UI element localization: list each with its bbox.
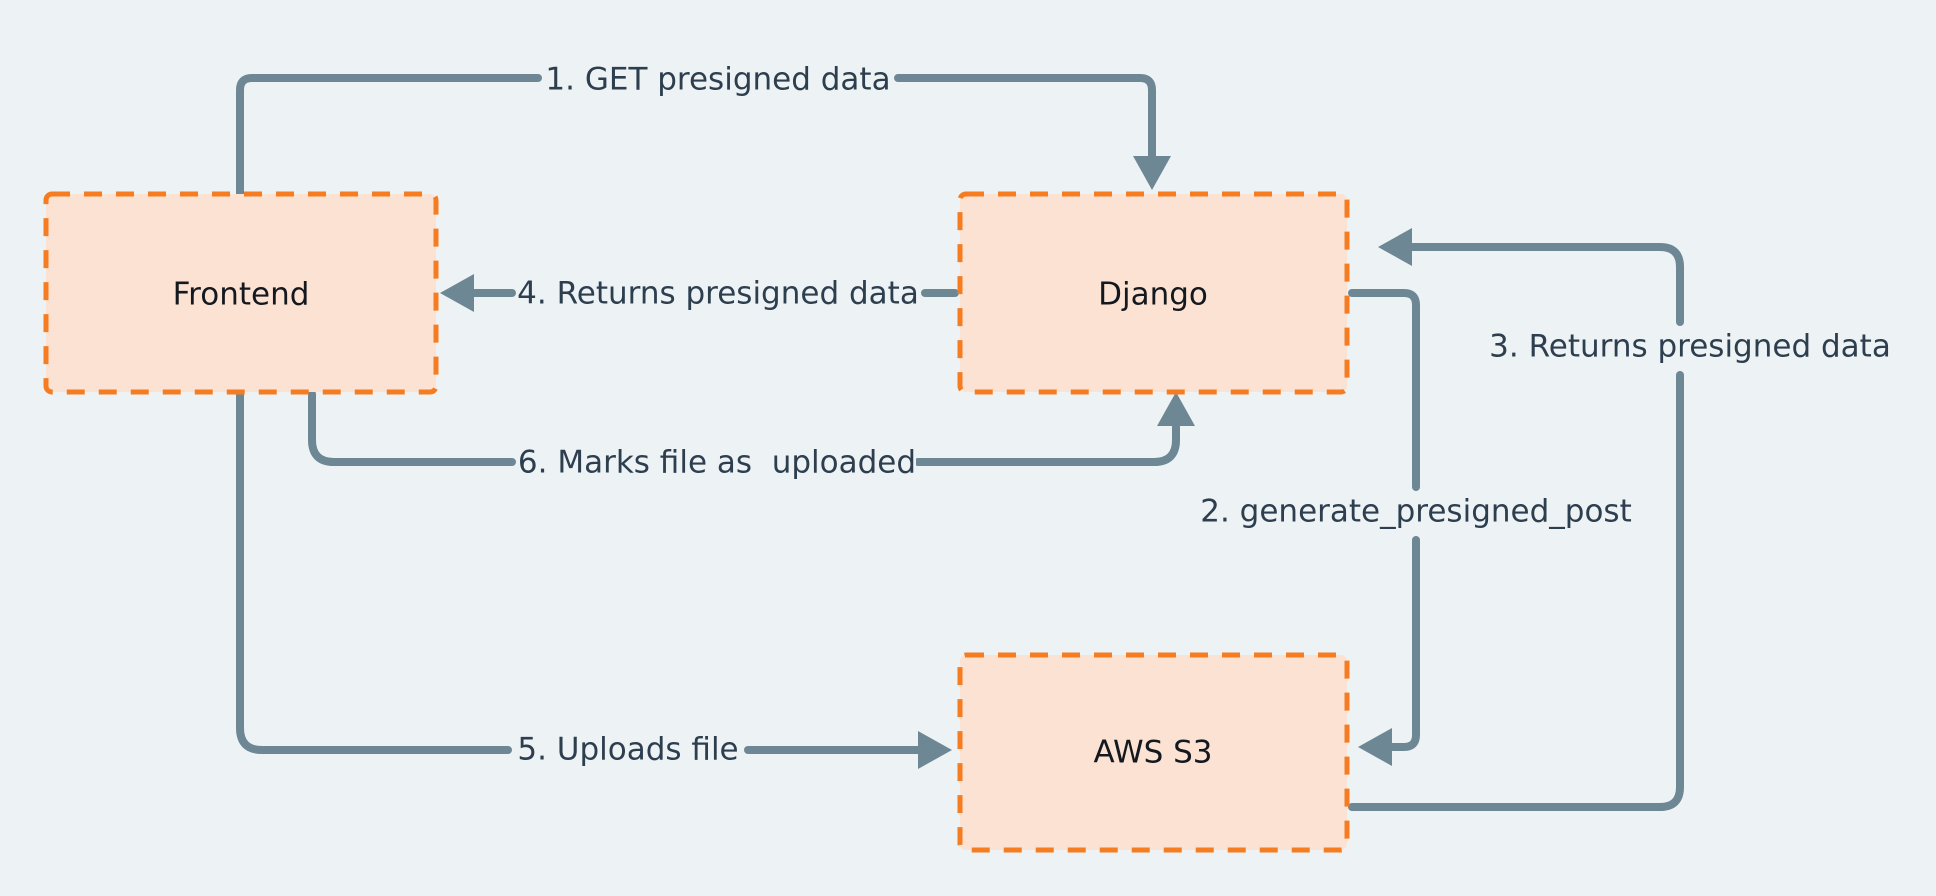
edge-label-step-3-backdrop	[1490, 326, 1890, 370]
node-frontend[interactable]: Frontend	[43, 191, 439, 395]
edge-label-step-2-text: 2. generate_presigned_post	[1200, 494, 1631, 530]
edge-label-step-5: 5. Uploads file	[513, 728, 743, 772]
edge-label-step-4-text: 4. Returns presigned data	[517, 276, 919, 312]
edge-label-step-5-backdrop	[513, 728, 743, 772]
edge-label-step-3: 3. Returns presigned data	[1489, 326, 1891, 370]
node-frontend-box[interactable]	[43, 191, 439, 395]
edge-step-3-arrowhead	[1378, 228, 1412, 266]
edge-step-1-right-segment	[894, 74, 1156, 164]
edge-step-2-lower-segment	[1386, 536, 1420, 751]
edge-step-3-lower-segment	[1348, 371, 1684, 811]
node-aws-s3-label: AWS S3	[1093, 735, 1212, 771]
edge-label-step-2-backdrop	[1200, 491, 1632, 535]
edge-label-step-4: 4. Returns presigned data	[516, 272, 921, 316]
edge-step-6-arrowhead	[1157, 392, 1195, 426]
edge-label-step-3-text: 3. Returns presigned data	[1489, 329, 1891, 365]
edge-label-step-6-text: 6. Marks file as uploaded	[518, 445, 916, 481]
edge-label-step-1-backdrop	[545, 58, 891, 102]
node-aws-s3-box[interactable]	[957, 652, 1350, 853]
node-aws-s3[interactable]: AWS S3	[957, 652, 1350, 853]
edge-label-step-2: 2. generate_presigned_post	[1200, 491, 1632, 535]
edge-step-1	[236, 74, 1171, 198]
edge-step-6-left-segment	[308, 390, 516, 466]
node-django-label: Django	[1098, 277, 1208, 313]
node-django[interactable]: Django	[957, 191, 1350, 395]
edge-step-1-arrowhead	[1133, 156, 1171, 190]
edge-step-1-left-segment	[236, 74, 542, 198]
node-frontend-label: Frontend	[173, 277, 310, 313]
edge-label-step-1: 1. GET presigned data	[545, 58, 891, 102]
edge-label-step-5-text: 5. Uploads file	[517, 732, 738, 768]
edge-step-6-right-segment	[914, 420, 1180, 466]
edge-step-2	[1348, 289, 1420, 766]
edge-label-step-4-backdrop	[516, 272, 921, 316]
edge-step-3	[1348, 228, 1684, 811]
edge-step-3-upper-segment	[1406, 243, 1684, 326]
edge-step-2-arrowhead	[1358, 728, 1392, 766]
edge-label-step-6: 6. Marks file as uploaded	[518, 441, 916, 485]
edge-step-4-arrowhead	[440, 274, 474, 312]
edge-step-5-left-segment	[236, 390, 512, 754]
edge-step-6	[308, 390, 1195, 466]
node-django-box[interactable]	[957, 191, 1350, 395]
edge-step-5	[236, 390, 952, 769]
edge-step-5-arrowhead	[918, 731, 952, 769]
edge-label-step-6-backdrop	[518, 441, 916, 485]
edge-step-2-upper-segment	[1348, 289, 1420, 491]
edge-label-step-1-text: 1. GET presigned data	[545, 62, 890, 98]
edge-step-4	[440, 274, 959, 312]
